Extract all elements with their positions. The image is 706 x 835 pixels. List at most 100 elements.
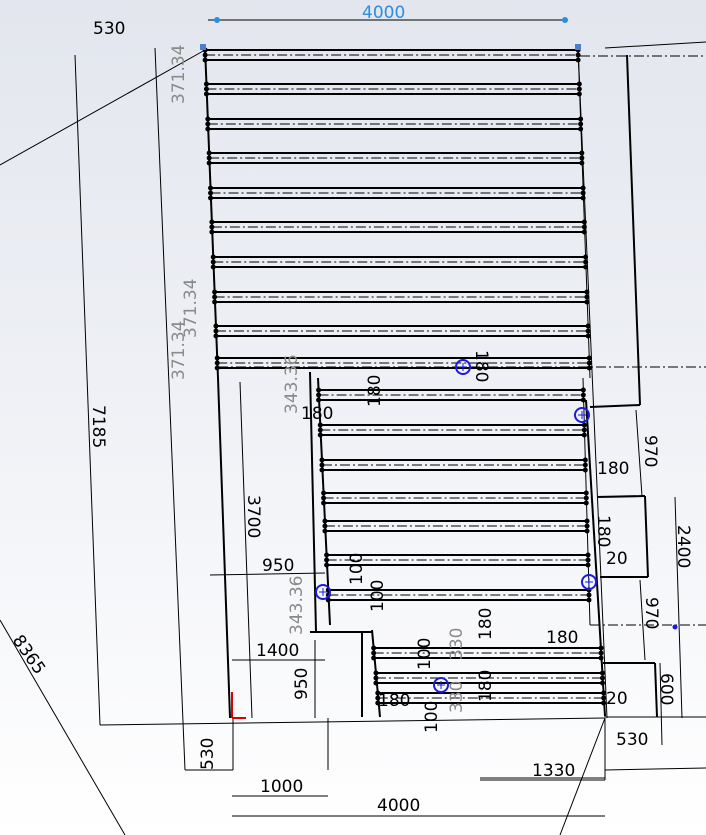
dimension-gap[interactable]: 100 xyxy=(422,701,442,733)
sketch-point[interactable] xyxy=(371,650,377,656)
sketch-point[interactable] xyxy=(205,121,211,127)
sketch-point[interactable] xyxy=(581,427,587,433)
dimension-tread[interactable]: 180 xyxy=(593,515,613,547)
sketch-point[interactable] xyxy=(317,432,323,438)
sketch-point[interactable] xyxy=(584,518,590,524)
sketch-point[interactable] xyxy=(583,495,589,501)
stringer-right[interactable] xyxy=(577,46,591,379)
dimension-total-height[interactable]: 7185 xyxy=(88,405,108,448)
sketch-point[interactable] xyxy=(578,116,584,122)
sketch-point[interactable] xyxy=(319,457,325,463)
sketch-point[interactable] xyxy=(601,695,607,701)
endpoint-handle[interactable] xyxy=(200,44,206,50)
dimension-landing-2400[interactable]: 2400 xyxy=(673,525,693,568)
sketch-point[interactable] xyxy=(578,126,584,132)
sketch-point[interactable] xyxy=(202,52,208,58)
dimension-530[interactable]: 530 xyxy=(616,730,648,750)
dimension-gap[interactable]: 100 xyxy=(415,638,435,670)
sketch-point[interactable] xyxy=(582,467,588,473)
sketch-point[interactable] xyxy=(206,160,212,166)
dimension-tread[interactable]: 180 xyxy=(301,404,333,424)
dimension-gap[interactable]: 100 xyxy=(368,580,388,612)
sketch-point[interactable] xyxy=(598,650,604,656)
dimension-bottom-width[interactable]: 4000 xyxy=(377,796,420,816)
sketch-point[interactable] xyxy=(599,675,605,681)
sketch-point[interactable] xyxy=(585,328,591,334)
dimension-landing-970[interactable]: 970 xyxy=(641,597,661,629)
sketch-point[interactable] xyxy=(585,333,591,339)
dimension-530[interactable]: 530 xyxy=(93,19,125,39)
dimension-height-3700[interactable]: 3700 xyxy=(243,495,263,538)
dimension-offset-950[interactable]: 950 xyxy=(292,668,312,700)
stringer-left[interactable] xyxy=(204,46,219,379)
sketch-point[interactable] xyxy=(579,160,585,166)
sketch-point[interactable] xyxy=(583,254,589,260)
sketch-point[interactable] xyxy=(213,333,219,339)
sketch-point[interactable] xyxy=(317,427,323,433)
sketch-point[interactable] xyxy=(584,523,590,529)
dimension-tread[interactable]: 180 xyxy=(365,375,385,407)
dimension-tread[interactable]: 180 xyxy=(378,691,410,711)
sketch-point[interactable] xyxy=(375,690,381,696)
sketch-point[interactable] xyxy=(371,655,377,661)
sketch-point[interactable] xyxy=(210,264,216,270)
sketch-point[interactable] xyxy=(316,387,322,393)
sketch-point[interactable] xyxy=(583,500,589,506)
sketch-point[interactable] xyxy=(214,360,220,366)
sketch-point[interactable] xyxy=(584,294,590,300)
dimension-mid-riser[interactable]: 343.36 xyxy=(282,355,302,414)
dimension-endpoint[interactable] xyxy=(214,17,220,23)
dimension-riser[interactable]: 371.34 xyxy=(181,279,201,338)
sketch-point[interactable] xyxy=(373,670,379,676)
sketch-point[interactable] xyxy=(586,592,592,598)
sketch-point[interactable] xyxy=(583,259,589,265)
sketch-point[interactable] xyxy=(586,360,592,366)
center-point-icon[interactable] xyxy=(455,359,471,375)
dimension-width-1330[interactable]: 1330 xyxy=(532,761,575,781)
sketch-point[interactable] xyxy=(214,355,220,361)
sketch-point[interactable] xyxy=(206,155,212,161)
sketch-point[interactable] xyxy=(322,528,328,534)
dimension-low-riser[interactable]: 330 xyxy=(447,628,467,660)
sketch-point[interactable] xyxy=(584,528,590,534)
sketch-point[interactable] xyxy=(598,655,604,661)
sketch-point[interactable] xyxy=(371,645,377,651)
sketch-point[interactable] xyxy=(213,328,219,334)
sketch-point[interactable] xyxy=(580,392,586,398)
right-outline[interactable] xyxy=(626,54,641,406)
sketch-point[interactable] xyxy=(316,392,322,398)
dimension-riser[interactable]: 371.34 xyxy=(169,45,189,104)
sketch-point[interactable] xyxy=(321,500,327,506)
sketch-point[interactable] xyxy=(202,57,208,63)
sketch-point[interactable] xyxy=(584,299,590,305)
outline-left-line[interactable] xyxy=(154,47,186,771)
sketch-line[interactable] xyxy=(217,377,231,719)
sketch-point[interactable] xyxy=(206,150,212,156)
dimension-height-600[interactable]: 600 xyxy=(656,673,676,705)
sketch-point[interactable] xyxy=(582,462,588,468)
sketch-point[interactable] xyxy=(584,289,590,295)
sketch-point[interactable] xyxy=(205,116,211,122)
sketch-point[interactable] xyxy=(583,490,589,496)
sketch-point[interactable] xyxy=(585,557,591,563)
dimension-offset-950[interactable]: 950 xyxy=(262,556,294,576)
sketch-point[interactable] xyxy=(601,690,607,696)
dimension-tread[interactable]: 180 xyxy=(476,608,496,640)
center-point-icon[interactable] xyxy=(581,574,597,590)
dimension-tread[interactable]: 180 xyxy=(476,670,496,702)
sketch-point[interactable] xyxy=(375,695,381,701)
sketch-point[interactable] xyxy=(579,150,585,156)
center-point-icon[interactable] xyxy=(574,407,590,423)
sketch-point[interactable] xyxy=(580,397,586,403)
sketch-point[interactable] xyxy=(322,523,328,529)
sketch-point[interactable] xyxy=(208,190,214,196)
sketch-point[interactable] xyxy=(585,562,591,568)
dimension-top-width[interactable]: 4000 xyxy=(362,3,405,23)
sketch-point[interactable] xyxy=(203,91,209,97)
sketch-point[interactable] xyxy=(205,126,211,132)
sketch-point[interactable] xyxy=(580,185,586,191)
sketch-point[interactable] xyxy=(575,52,581,58)
center-point-icon[interactable] xyxy=(433,677,449,693)
sketch-point[interactable] xyxy=(599,680,605,686)
